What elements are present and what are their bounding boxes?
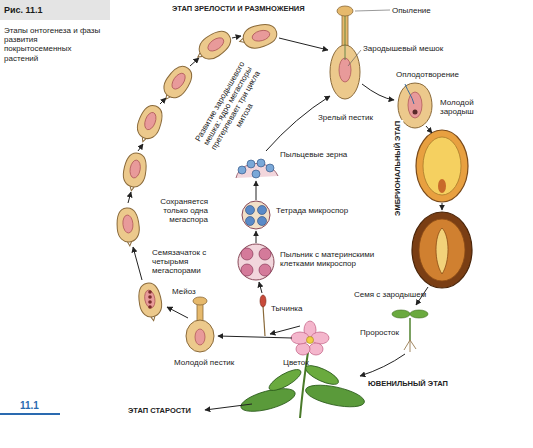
label-box: Тычинка — [271, 304, 302, 313]
text-label: Оплодотворение — [396, 70, 459, 79]
arrow — [256, 181, 257, 200]
label-box: Зародышевый мешок — [363, 44, 443, 53]
label-box: Пыльцевые зерна — [280, 150, 347, 159]
arrow — [190, 58, 199, 66]
plant — [239, 352, 367, 418]
megaspore — [148, 295, 152, 299]
label-box: Пыльник с материнскими клетками микроспо… — [280, 250, 375, 268]
megaspore — [148, 300, 152, 304]
flower — [291, 321, 329, 355]
arrow — [279, 38, 328, 50]
text-label: Молодой пестик — [174, 358, 234, 367]
anther-section — [238, 244, 274, 280]
label-box: Опыление — [392, 6, 431, 15]
text-label: Семязачаток с четырьмя мегаспорами — [152, 248, 224, 276]
arrow — [256, 231, 257, 243]
arrow — [360, 354, 405, 376]
text-label: Тычинка — [271, 304, 302, 313]
ovule — [191, 26, 235, 66]
arrow — [426, 126, 432, 133]
mature-pistil — [330, 6, 360, 99]
arrow — [133, 247, 142, 280]
arrow — [218, 336, 292, 338]
seed-with-embryo — [412, 212, 472, 288]
text-label: Проросток — [360, 328, 399, 337]
caption-band — [0, 0, 110, 20]
text-label: Этапы онтогенеза и фазы развития покрыто… — [4, 26, 104, 63]
text-label: Тетрада микроспор — [276, 206, 348, 215]
arrow — [266, 96, 330, 151]
text-label: Цветок — [283, 358, 309, 367]
text-label: Молодой зародыш — [440, 98, 495, 116]
megaspore — [148, 290, 152, 294]
leader-line — [348, 50, 361, 66]
arrow — [160, 98, 166, 104]
arrow — [442, 203, 443, 210]
label-box: Тетрада микроспор — [276, 206, 348, 215]
arrow — [128, 192, 131, 203]
text-label: Зародышевый мешок — [363, 44, 443, 53]
young-pistil — [186, 297, 214, 352]
label-box: Этапы онтогенеза и фазы развития покрыто… — [4, 26, 104, 63]
microspore-tetrad — [242, 201, 270, 229]
arrow — [205, 404, 252, 410]
rule-line — [0, 413, 60, 415]
text-label: Зрелый пестик — [318, 113, 373, 122]
label-box: Оплодотворение — [396, 70, 459, 79]
text-label: Пыльцевые зерна — [280, 150, 347, 159]
cycle-arrows — [128, 36, 442, 410]
label-box: Семя с зародышем — [354, 290, 426, 299]
label-box: Цветок — [283, 358, 309, 367]
pollen-grains — [236, 159, 278, 178]
label-box: ЭТАП ЗРЕЛОСТИ И РАЗМНОЖЕНИЯ — [172, 5, 305, 14]
text-label: ЮВЕНИЛЬНЫЙ ЭТАП — [368, 380, 448, 389]
leader-line — [355, 10, 390, 11]
arrow — [167, 307, 188, 318]
label-box: ЭТАП СТАРОСТИ — [128, 407, 191, 416]
label-box: 11.1 — [20, 400, 39, 412]
developing-seed — [416, 130, 468, 202]
ovule — [237, 21, 279, 52]
ovule — [121, 151, 149, 192]
arrow — [232, 36, 241, 38]
text-label: ЭМБРИОНАЛЬНЫЙ ЭТАП — [395, 119, 404, 216]
text-label: 11.1 — [20, 400, 39, 412]
ovule-one-megaspore — [116, 207, 141, 247]
label-box: ЭМБРИОНАЛЬНЫЙ ЭТАП — [395, 119, 404, 216]
arrow — [362, 84, 394, 100]
ovule-four-megaspores — [136, 281, 164, 322]
ovule — [157, 62, 197, 106]
text-label: Опыление — [392, 6, 431, 15]
label-box: Проросток — [360, 328, 399, 337]
label-box: Молодой зародыш — [440, 98, 495, 116]
ovule — [132, 102, 166, 145]
label-box: Рис. 11.1 — [4, 5, 43, 15]
text-label: ЭТАП СТАРОСТИ — [128, 407, 191, 416]
label-box: Сохраняется только одна мегаспора — [150, 197, 208, 225]
stamen — [260, 295, 266, 336]
label-box: Мейоз — [172, 287, 196, 296]
text-label: Сохраняется только одна мегаспора — [150, 197, 208, 225]
fertilized-ovule — [398, 83, 432, 128]
text-label: ЭТАП ЗРЕЛОСТИ И РАЗМНОЖЕНИЯ — [172, 5, 305, 14]
text-label: Развитие зародышевого мешка: ядро мегасп… — [191, 56, 273, 161]
arrow — [259, 282, 262, 293]
label-box: Семязачаток с четырьмя мегаспорами — [152, 248, 224, 276]
megaspore — [148, 305, 152, 309]
text-label: Мейоз — [172, 287, 196, 296]
text-label: Семя с зародышем — [354, 290, 426, 299]
arrow — [138, 144, 143, 151]
text-label: Рис. 11.1 — [4, 5, 43, 15]
label-box: Зрелый пестик — [318, 113, 373, 122]
text-label: Пыльник с материнскими клетками микроспо… — [280, 250, 375, 268]
arrow — [270, 326, 300, 334]
label-box: Молодой пестик — [174, 358, 234, 367]
label-box: Развитие зародышевого мешка: ядро мегасп… — [191, 56, 273, 161]
label-box: ЮВЕНИЛЬНЫЙ ЭТАП — [368, 380, 448, 389]
